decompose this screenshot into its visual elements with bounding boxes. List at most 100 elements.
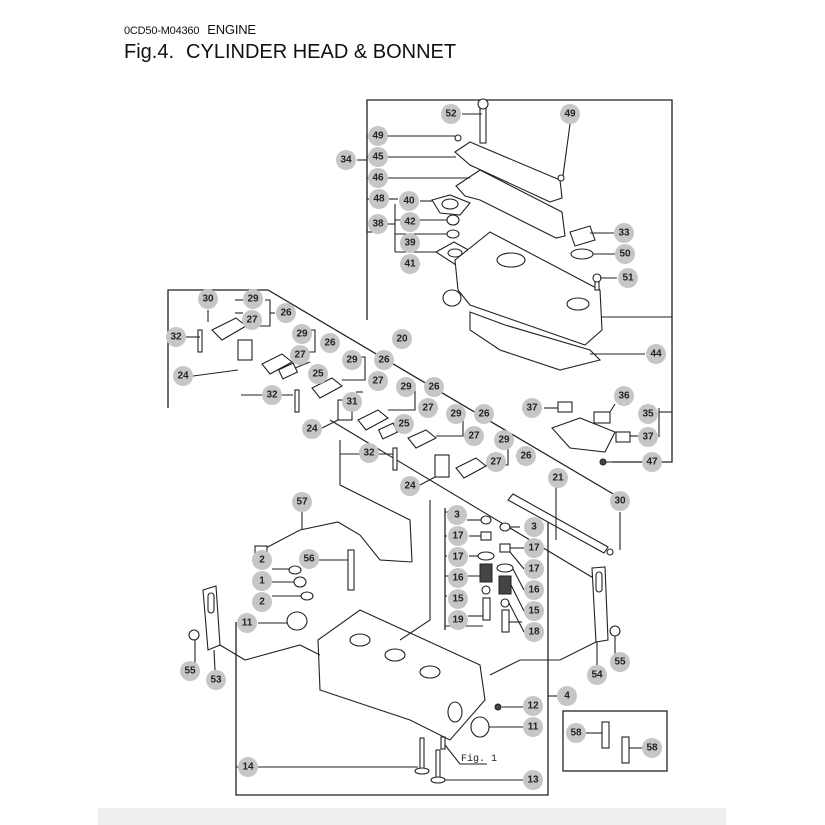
callout-39[interactable]: 39 [400,233,420,253]
callout-54[interactable]: 54 [587,665,607,685]
svg-text:53: 53 [210,675,222,686]
svg-text:47: 47 [646,457,658,468]
callout-55-right[interactable]: 55 [610,652,630,672]
callout-37-left[interactable]: 37 [522,398,542,418]
callout-32-b[interactable]: 32 [262,385,282,405]
callout-24-b[interactable]: 24 [302,419,322,439]
callout-24-a[interactable]: 24 [173,366,193,386]
callout-27-f[interactable]: 27 [486,452,506,472]
callout-15-left[interactable]: 15 [448,589,468,609]
callout-26-a[interactable]: 26 [276,303,296,323]
callout-58-left[interactable]: 58 [566,723,586,743]
callout-29-a[interactable]: 29 [243,289,263,309]
callout-16-right[interactable]: 16 [524,580,544,600]
callout-49-left[interactable]: 49 [368,126,388,146]
svg-text:32: 32 [363,448,375,459]
callout-40[interactable]: 40 [399,191,419,211]
callout-14[interactable]: 14 [238,757,258,777]
leader-49-right [562,123,571,177]
leader-53 [213,649,216,671]
svg-text:27: 27 [422,403,434,414]
callout-17-d[interactable]: 17 [524,559,544,579]
callout-11-left[interactable]: 11 [237,613,257,633]
callout-41[interactable]: 41 [400,254,420,274]
callout-42[interactable]: 42 [400,212,420,232]
callout-12[interactable]: 12 [523,696,543,716]
callout-29-b[interactable]: 29 [292,324,312,344]
callout-58-right[interactable]: 58 [642,738,662,758]
callout-49-right[interactable]: 49 [560,104,580,124]
callout-15-right[interactable]: 15 [524,601,544,621]
callout-27-a[interactable]: 27 [242,310,262,330]
callout-44[interactable]: 44 [646,344,666,364]
callout-29-e[interactable]: 29 [446,404,466,424]
callout-1[interactable]: 1 [252,571,272,591]
callout-33[interactable]: 33 [614,223,634,243]
callout-30-right[interactable]: 30 [610,491,630,511]
callout-48[interactable]: 48 [369,189,389,209]
callout-34[interactable]: 34 [336,150,356,170]
callout-2-top[interactable]: 2 [252,550,272,570]
svg-text:45: 45 [372,152,384,163]
callout-27-d[interactable]: 27 [418,398,438,418]
bolt-49-left [454,134,462,142]
callout-57[interactable]: 57 [292,492,312,512]
svg-text:57: 57 [296,497,308,508]
callout-26-c[interactable]: 26 [374,350,394,370]
callout-16-left[interactable]: 16 [448,568,468,588]
callout-31[interactable]: 31 [342,392,362,412]
callout-56[interactable]: 56 [299,549,319,569]
callout-17-b[interactable]: 17 [448,547,468,567]
callout-26-f[interactable]: 26 [516,446,536,466]
callout-29-d[interactable]: 29 [396,377,416,397]
callout-52[interactable]: 52 [441,104,461,124]
callout-29-f[interactable]: 29 [494,430,514,450]
callout-18[interactable]: 18 [524,622,544,642]
callout-51[interactable]: 51 [618,268,638,288]
callout-32-c[interactable]: 32 [359,443,379,463]
callout-17-a[interactable]: 17 [448,526,468,546]
svg-text:55: 55 [184,666,196,677]
callout-30-left[interactable]: 30 [198,289,218,309]
callout-20[interactable]: 20 [392,329,412,349]
callout-37-right[interactable]: 37 [638,427,658,447]
callout-55-left[interactable]: 55 [180,661,200,681]
callout-3-right[interactable]: 3 [524,517,544,537]
callout-32-a[interactable]: 32 [166,327,186,347]
callout-19[interactable]: 19 [448,610,468,630]
callout-21[interactable]: 21 [548,468,568,488]
callout-53[interactable]: 53 [206,670,226,690]
leader-24a [192,369,239,377]
callout-17-c[interactable]: 17 [524,538,544,558]
callout-35[interactable]: 35 [638,404,658,424]
callout-11-right[interactable]: 11 [523,717,543,737]
svg-text:33: 33 [618,228,630,239]
leader-36 [609,403,616,413]
callout-50[interactable]: 50 [615,244,635,264]
svg-text:41: 41 [404,259,416,270]
callout-13[interactable]: 13 [523,770,543,790]
svg-text:31: 31 [346,397,358,408]
callout-26-b[interactable]: 26 [320,333,340,353]
callout-36[interactable]: 36 [614,386,634,406]
callout-47[interactable]: 47 [642,452,662,472]
callout-38[interactable]: 38 [368,214,388,234]
callout-26-d[interactable]: 26 [424,377,444,397]
callout-45[interactable]: 45 [368,147,388,167]
callout-46[interactable]: 46 [368,168,388,188]
callout-27-e[interactable]: 27 [464,426,484,446]
callout-4[interactable]: 4 [557,686,577,706]
callout-3-left[interactable]: 3 [447,505,467,525]
callout-2-bottom[interactable]: 2 [252,592,272,612]
callout-27-c[interactable]: 27 [368,371,388,391]
callout-25-a[interactable]: 25 [308,364,328,384]
callout-27-b[interactable]: 27 [290,345,310,365]
svg-text:58: 58 [646,743,658,754]
callout-26-e[interactable]: 26 [474,404,494,424]
callout-25-b[interactable]: 25 [394,414,414,434]
svg-text:39: 39 [404,238,416,249]
callout-29-c[interactable]: 29 [342,350,362,370]
callout-24-c[interactable]: 24 [400,476,420,496]
bonnet-lower-gasket [469,311,602,371]
pad-37-left [557,401,573,413]
